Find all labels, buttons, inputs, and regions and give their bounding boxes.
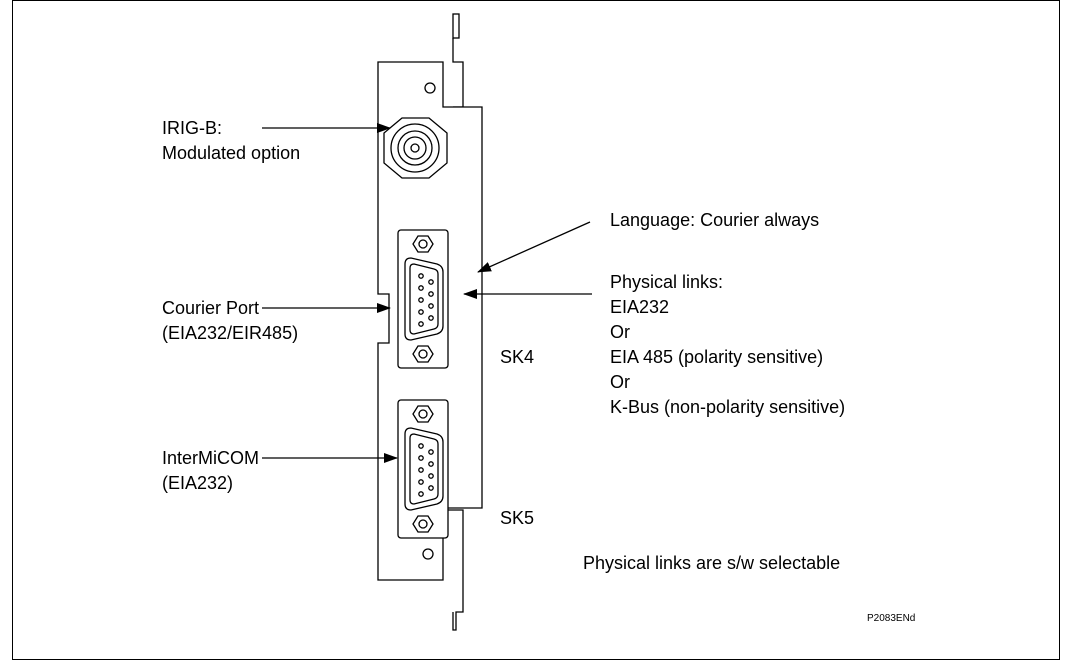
mounting-hole-bottom	[422, 548, 434, 560]
irig-b-label-line2: Modulated option	[162, 143, 301, 163]
sk5-label: SK5	[500, 508, 535, 528]
physical-link-option: K-Bus (non-polarity sensitive)	[610, 397, 846, 417]
rear-port-board-drawing	[262, 13, 592, 631]
language-label: Language: Courier always	[610, 210, 820, 230]
physical-links-list: Physical links: EIA232 Or EIA 485 (polar…	[610, 270, 845, 420]
irig-b-label-line1: IRIG-B:	[162, 118, 223, 138]
physical-link-separator: Or	[610, 322, 630, 342]
physical-link-separator: Or	[610, 372, 630, 392]
selectable-note: Physical links are s/w selectable	[583, 553, 841, 573]
sk5-d-sub-connector	[397, 399, 449, 539]
sk4-label: SK4	[500, 347, 535, 367]
mounting-hole-top	[424, 82, 436, 94]
sk4-d-sub-connector	[397, 229, 449, 369]
irig-b-bnc-connector	[383, 117, 448, 179]
intermicom-label: InterMiCOM (EIA232)	[162, 446, 259, 496]
courier-port-label-line1: Courier Port	[162, 298, 260, 318]
courier-port-label-line2: (EIA232/EIR485)	[162, 323, 299, 343]
language-arrow	[477, 221, 591, 273]
figure-code: P2083ENd	[867, 613, 916, 624]
physical-links-heading: Physical links:	[610, 272, 724, 292]
physical-link-option: EIA 485 (polarity sensitive)	[610, 347, 824, 367]
irig-b-label: IRIG-B: Modulated option	[162, 116, 300, 166]
courier-port-label: Courier Port (EIA232/EIR485)	[162, 296, 298, 346]
intermicom-label-line1: InterMiCOM	[162, 448, 260, 468]
sk4-pins	[418, 273, 434, 327]
intermicom-label-line2: (EIA232)	[162, 473, 234, 493]
sk5-pins	[418, 443, 434, 497]
physical-link-option: EIA232	[610, 297, 670, 317]
